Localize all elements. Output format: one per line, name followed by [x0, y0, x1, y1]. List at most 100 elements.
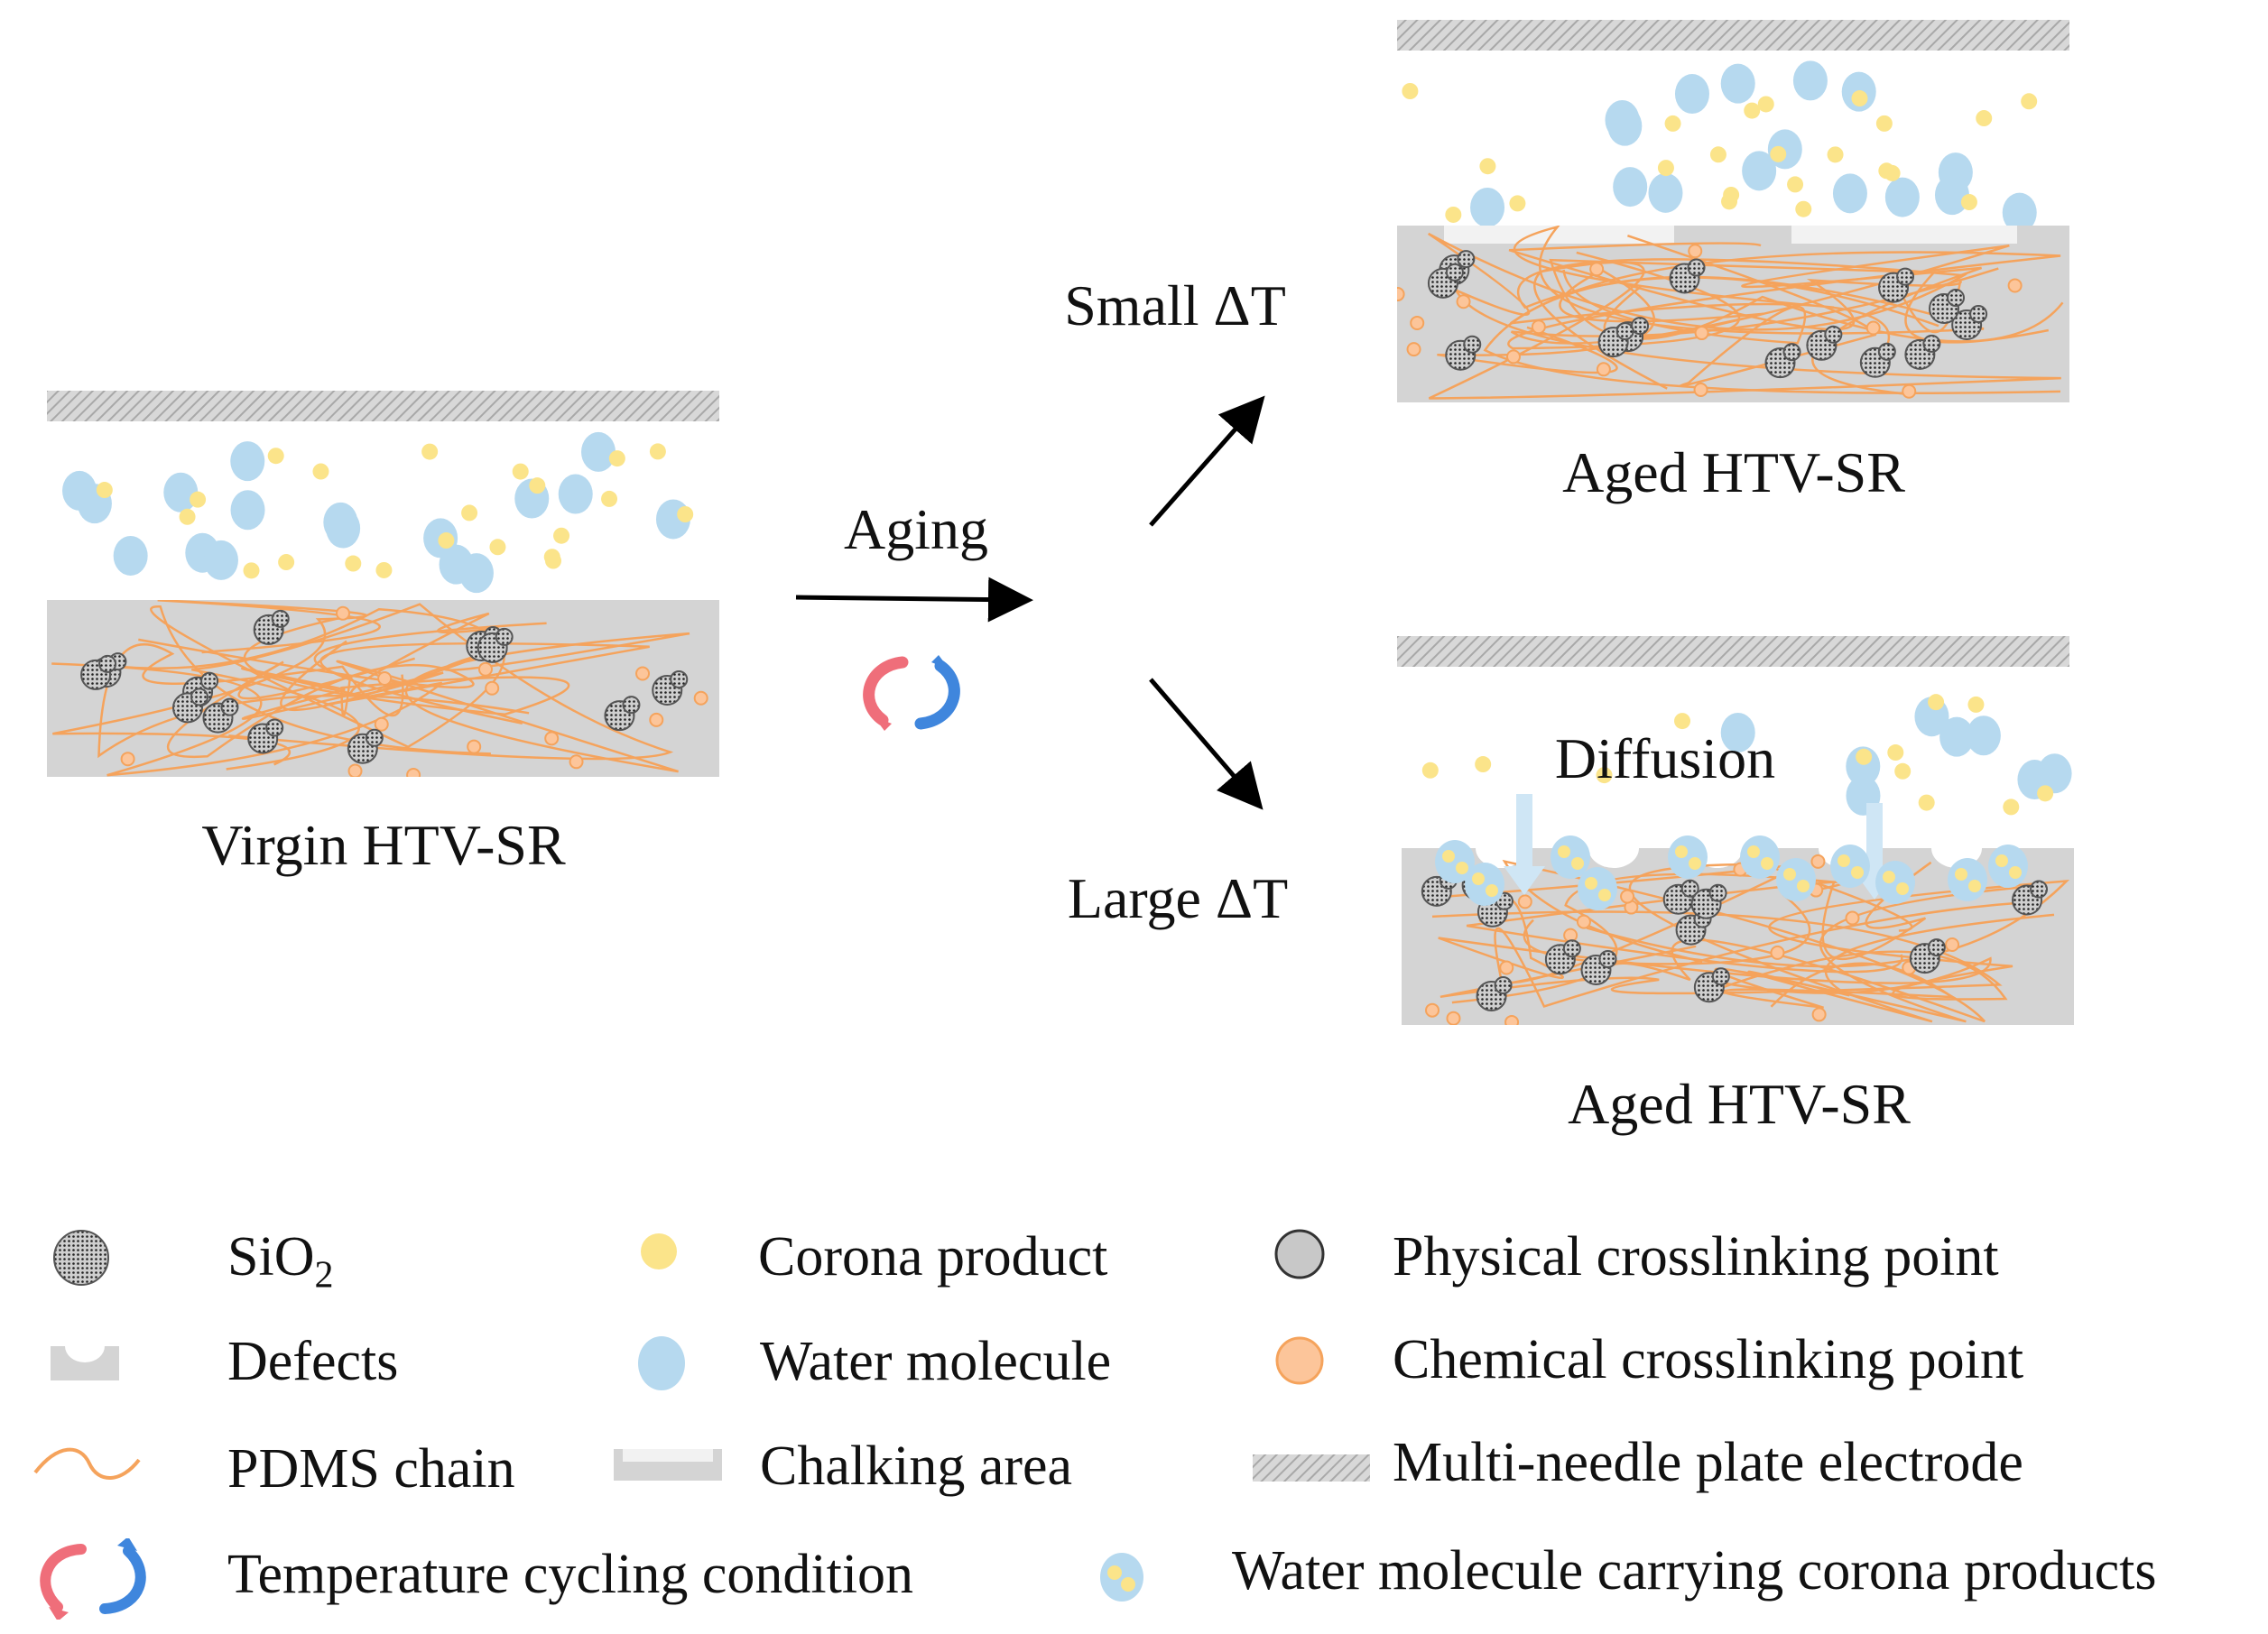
corona-product — [190, 491, 207, 508]
water-carrying-corona — [1740, 835, 1780, 879]
sio2-particle — [1711, 967, 1730, 986]
corona-product — [1709, 146, 1726, 163]
water-molecule — [2002, 192, 2037, 233]
water-molecule — [1792, 60, 1828, 101]
corona-product — [1402, 82, 1419, 99]
pdms-chain — [138, 638, 475, 759]
chemical-crosslinking-point — [1589, 262, 1605, 277]
particle-layer — [1421, 694, 2072, 816]
pdms-chain — [1428, 232, 1967, 331]
chemical-crosslinking-point — [1865, 320, 1881, 336]
corona-product — [1657, 160, 1674, 177]
chemical-crosslinking-point — [649, 712, 664, 727]
corona-product — [421, 443, 439, 460]
chemical-crosslinking-point — [1620, 889, 1635, 904]
sio2-particle — [622, 696, 641, 715]
water-carrying-corona-icon — [1100, 1553, 1143, 1602]
corona-product — [2021, 93, 2038, 110]
legend-item-water-molecule: Water molecule — [760, 1331, 1112, 1392]
chemical-crosslinking-point — [569, 754, 584, 770]
aged-small-dt-panel: Aged HTV-SR — [1397, 20, 2069, 504]
corona-product — [461, 504, 478, 522]
pdms-chain — [1714, 884, 2040, 1023]
corona-product — [2003, 799, 2020, 816]
temperature-cycling-icon — [40, 1538, 146, 1620]
sio2-particle — [1947, 289, 1966, 308]
chemical-crosslinking-point — [1397, 287, 1405, 302]
pdms-chain — [243, 614, 570, 717]
aged-large-dt-panel: Diffusion Aged HTV-SR — [1397, 636, 2074, 1136]
corona-product — [1596, 767, 1613, 784]
legend-item-chemical-crosslinking-point: Chemical crosslinking point — [1393, 1329, 2024, 1390]
pdms-chain — [97, 643, 530, 759]
sio2-particle — [1687, 258, 1706, 277]
sio2-icon — [53, 1230, 109, 1286]
pdms-chain — [1428, 261, 2061, 400]
corona-product — [1856, 748, 1873, 765]
corona-product — [96, 482, 113, 499]
water-carrying-corona — [1578, 867, 1617, 910]
corona-product — [312, 463, 329, 480]
corona-product — [512, 463, 529, 480]
chemical-crosslinking-point — [1770, 945, 1785, 960]
chemical-crosslinking-point — [544, 731, 560, 746]
corona-product — [1674, 713, 1691, 730]
legend-item-water-carrying-corona: Water molecule carrying corona products — [1232, 1540, 2157, 1602]
chalking-area — [1791, 226, 2017, 244]
water-molecule — [581, 431, 616, 472]
water-molecule — [113, 535, 148, 576]
pdms-chain — [1483, 251, 2061, 394]
water-carrying-corona — [1435, 840, 1475, 883]
large-dt-label: Large ΔT — [1068, 866, 1288, 930]
electrode-icon — [1253, 1454, 1370, 1482]
corona-product — [1757, 96, 1774, 113]
water-carrying-corona — [1465, 863, 1504, 906]
corona-product — [649, 443, 666, 460]
pdms-chain — [52, 600, 381, 766]
sio2-particle — [1922, 334, 1941, 353]
pdms-chain-icon — [33, 1447, 141, 1480]
legend-item-corona-product: Corona product — [758, 1226, 1108, 1288]
legend-item-pdms-chain: PDMS chain — [227, 1438, 515, 1500]
corona-product — [1967, 696, 1985, 713]
corona-product — [278, 554, 295, 571]
corona-product — [1851, 90, 1868, 107]
chemical-crosslinking-point — [1406, 342, 1421, 357]
legend-item-defects: Defects — [227, 1331, 399, 1392]
chemical-crosslinking-point — [1596, 362, 1611, 377]
corona-product — [1875, 115, 1893, 132]
sio2-particle — [220, 697, 239, 716]
corona-product — [1770, 145, 1787, 162]
sio2-particle — [1896, 267, 1915, 286]
chemical-crosslinking-point — [1945, 937, 1960, 952]
water-carrying-corona — [1875, 861, 1915, 904]
corona-product — [1894, 762, 1912, 780]
corona-product — [1795, 200, 1812, 217]
legend-label: SiO — [227, 1226, 315, 1288]
sio2-particle — [200, 671, 219, 690]
corona-product — [1884, 164, 1901, 181]
sio2-particle — [1708, 883, 1727, 902]
small-dt-arrow — [1149, 395, 1265, 527]
water-molecule — [1720, 712, 1755, 752]
particle-layer — [62, 431, 694, 594]
sio2-particle — [1562, 939, 1581, 958]
water-molecule — [1832, 173, 1867, 214]
water-molecule — [1648, 172, 1683, 213]
sio2-particle — [1631, 317, 1650, 336]
chemical-crosslinking-point — [120, 752, 135, 767]
chemical-crosslinking-point — [377, 671, 393, 687]
water-carrying-corona — [1948, 858, 1987, 901]
water-molecule — [1605, 100, 1640, 141]
sio2-particle — [1969, 305, 1988, 324]
physical-crosslinking-point-icon — [1274, 1229, 1325, 1279]
corona-product-icon — [641, 1233, 677, 1269]
silicone-rubber-substrate — [47, 600, 719, 777]
water-molecule — [230, 490, 265, 531]
chemical-crosslinking-point — [693, 690, 708, 706]
corona-product — [1475, 756, 1492, 773]
corona-product — [544, 552, 561, 569]
chemical-crosslinking-point — [1499, 960, 1514, 975]
chemical-crosslinking-point — [335, 605, 350, 621]
chemical-crosslinking-point — [1446, 1011, 1461, 1025]
